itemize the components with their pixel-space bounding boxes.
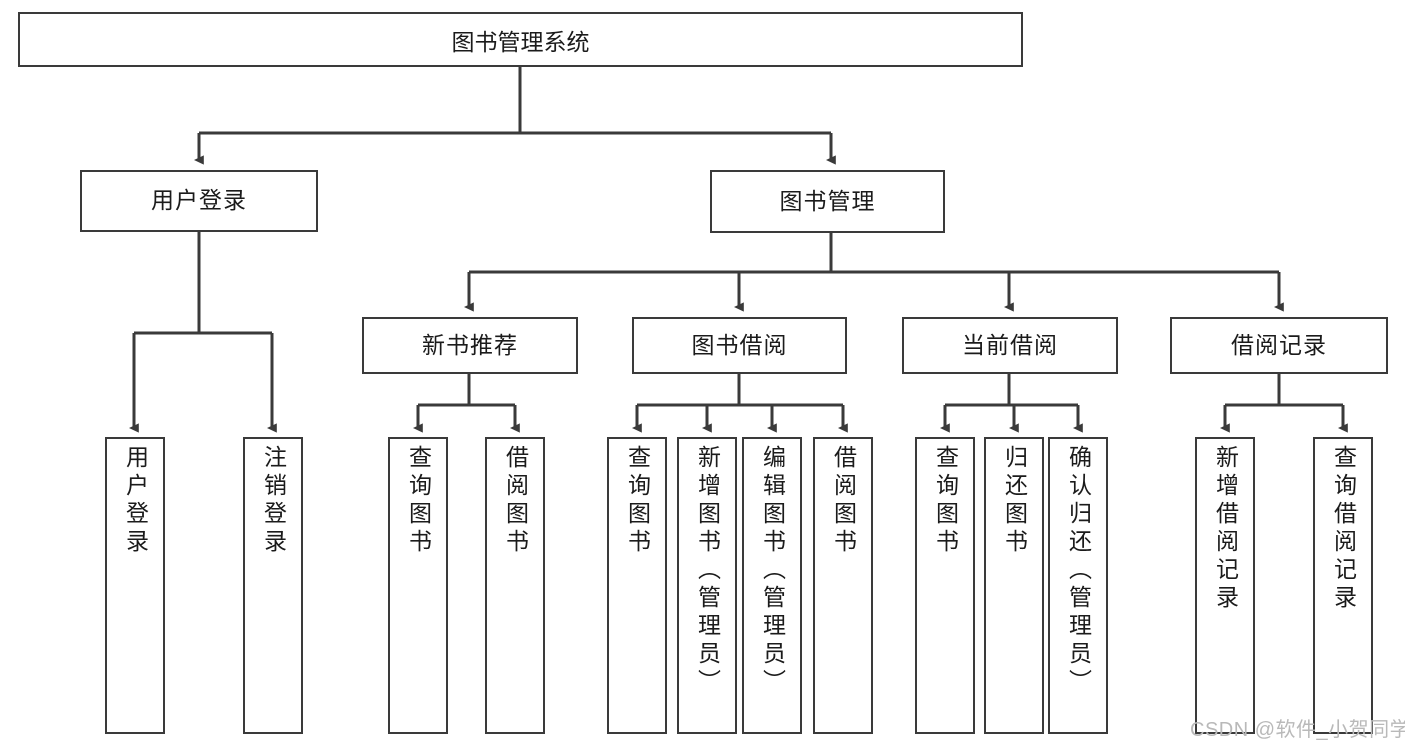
leaf-add-record[interactable]: 新增借阅记录 [1195,437,1255,734]
leaf-add-record-label: 新增借阅记录 [1212,445,1239,613]
leaf-user-logout[interactable]: 注销登录 [243,437,303,734]
leaf-return-book[interactable]: 归还图书 [984,437,1044,734]
node-borrow-record-label: 借阅记录 [1231,331,1327,358]
leaf-confirm-return[interactable]: 确认归还（管理员） [1048,437,1108,734]
node-current-borrow[interactable]: 当前借阅 [902,317,1118,374]
leaf-borrow-book-1-label: 借阅图书 [502,445,529,557]
leaf-add-book-label: 新增图书（管理员） [694,445,721,697]
node-user-login[interactable]: 用户登录 [80,170,318,232]
leaf-confirm-return-label: 确认归还（管理员） [1065,445,1092,697]
node-user-login-label: 用户登录 [151,187,247,214]
leaf-query-book-1[interactable]: 查询图书 [388,437,448,734]
node-root[interactable]: 图书管理系统 [18,12,1023,67]
leaf-borrow-book-2[interactable]: 借阅图书 [813,437,873,734]
node-current-borrow-label: 当前借阅 [962,331,1058,358]
node-book-borrow-label: 图书借阅 [691,331,788,358]
leaf-edit-book[interactable]: 编辑图书（管理员） [742,437,802,734]
leaf-user-logout-label: 注销登录 [260,445,287,557]
node-book-management-label: 图书管理 [779,187,876,214]
leaf-query-book-1-label: 查询图书 [405,445,432,557]
node-book-management[interactable]: 图书管理 [710,170,945,233]
node-new-book-recommend[interactable]: 新书推荐 [362,317,578,374]
leaf-borrow-book-2-label: 借阅图书 [830,445,857,557]
leaf-query-record-label: 查询借阅记录 [1330,445,1357,613]
leaf-user-login-label: 用户登录 [122,445,149,557]
leaf-add-book[interactable]: 新增图书（管理员） [677,437,737,734]
leaf-query-record[interactable]: 查询借阅记录 [1313,437,1373,734]
node-new-book-recommend-label: 新书推荐 [422,331,518,358]
leaf-query-book-2-label: 查询图书 [624,445,651,557]
node-borrow-record[interactable]: 借阅记录 [1170,317,1388,374]
leaf-return-book-label: 归还图书 [1001,445,1028,557]
leaf-query-book-3-label: 查询图书 [932,445,959,557]
leaf-edit-book-label: 编辑图书（管理员） [759,445,786,697]
leaf-user-login[interactable]: 用户登录 [105,437,165,734]
node-book-borrow[interactable]: 图书借阅 [632,317,847,374]
leaf-borrow-book-1[interactable]: 借阅图书 [485,437,545,734]
node-root-label: 图书管理系统 [451,28,590,55]
leaf-query-book-2[interactable]: 查询图书 [607,437,667,734]
leaf-query-book-3[interactable]: 查询图书 [915,437,975,734]
